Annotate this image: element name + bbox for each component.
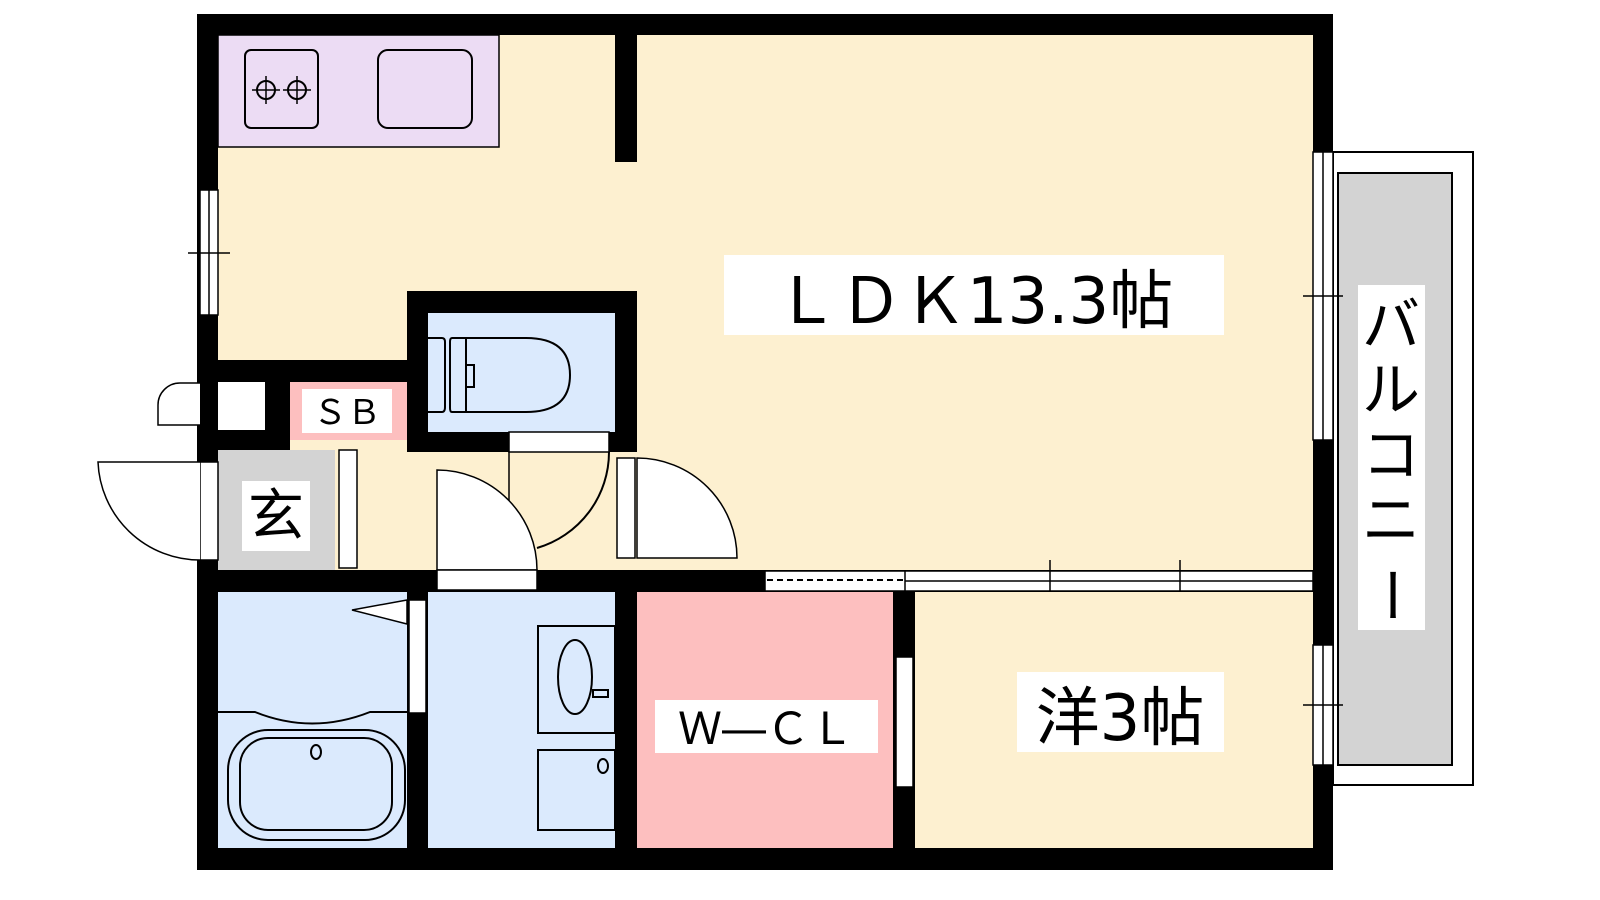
stove-icon xyxy=(244,49,319,129)
left-window xyxy=(188,189,230,316)
ldk-label: ＬＤＫ13.3帖 xyxy=(775,265,1174,339)
toilet-icon xyxy=(428,337,572,413)
balcony-label-3: コ xyxy=(1362,421,1420,489)
kitchen-counter xyxy=(217,34,500,148)
balcony-label-2: ル xyxy=(1362,356,1420,424)
shoe-box-label: ＳＢ xyxy=(313,393,381,433)
balcony-label-5: ー xyxy=(1357,566,1425,624)
sliding-partition xyxy=(764,560,1314,602)
walk-in-closet-label: Ｗ―ＣＬ xyxy=(678,704,854,755)
entrance-door xyxy=(97,461,219,561)
right-window-western xyxy=(1303,644,1343,766)
western-room-label: 洋3帖 xyxy=(1036,682,1205,756)
room-washroom xyxy=(428,592,616,848)
room-bathroom xyxy=(218,592,408,848)
western-room-door xyxy=(895,656,914,788)
room-toilet xyxy=(428,313,615,432)
balcony: バ ル コ ニ ー xyxy=(1332,151,1474,786)
balcony-label-1: バ xyxy=(1362,291,1420,359)
bathroom-door xyxy=(408,599,427,714)
right-window-ldk xyxy=(1303,151,1343,441)
kitchen-sink-icon xyxy=(377,49,473,129)
wall-stub xyxy=(615,35,637,162)
bathtub-icon xyxy=(227,729,406,841)
toilet-door xyxy=(508,431,610,453)
balcony-label-4: ニ xyxy=(1362,486,1420,554)
entrance-label: 玄 xyxy=(248,484,304,549)
